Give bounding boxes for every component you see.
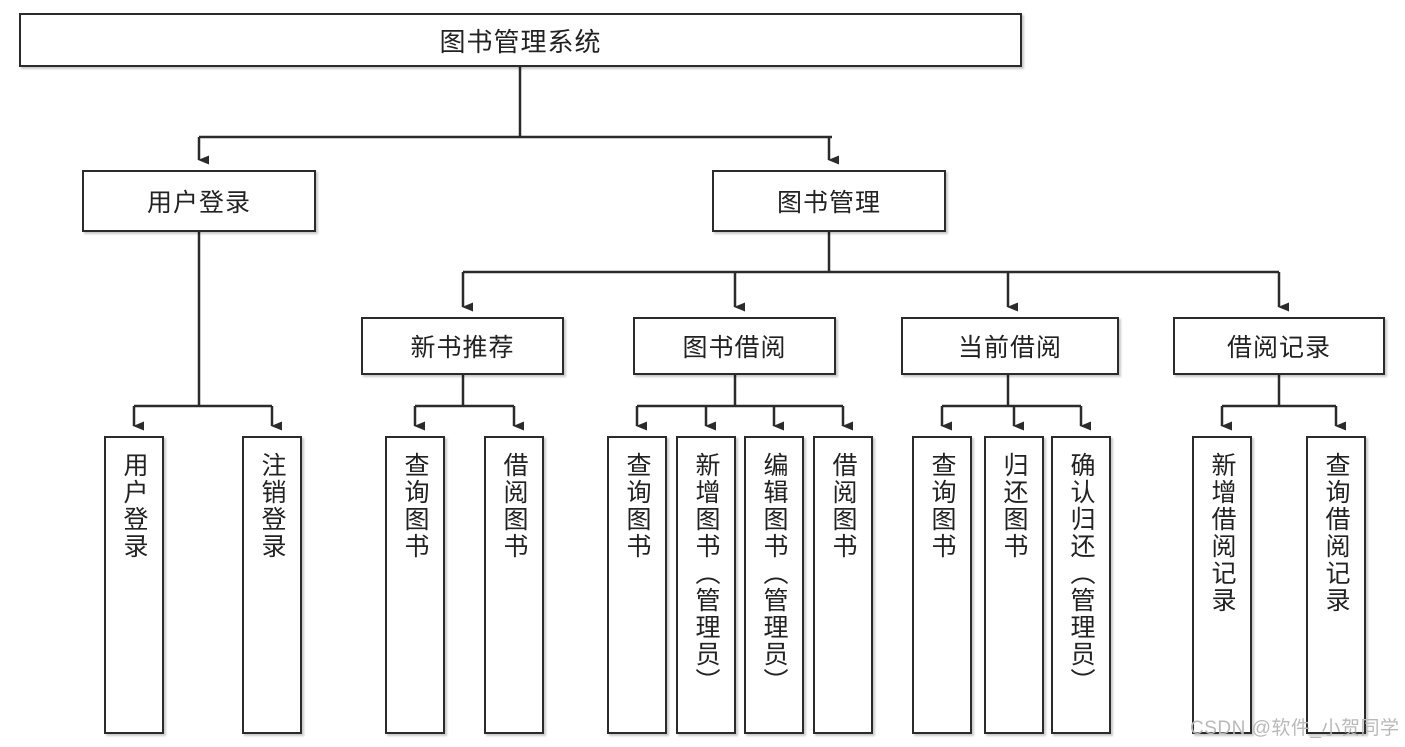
node-book-borrow[interactable]: 图书借阅 <box>633 317 836 375</box>
node-new-book-recommend-label: 新书推荐 <box>410 334 515 362</box>
node-leaf-add-record-label: 新增借阅记录 <box>1208 452 1236 614</box>
node-leaf-query-book-3-label: 查询图书 <box>928 452 956 560</box>
node-leaf-user-login[interactable]: 用户登录 <box>104 436 164 734</box>
node-leaf-query-record[interactable]: 查询借阅记录 <box>1306 436 1366 734</box>
node-borrow-record[interactable]: 借阅记录 <box>1173 317 1385 375</box>
node-leaf-query-book-1[interactable]: 查询图书 <box>385 436 445 734</box>
node-leaf-add-book-label: 新增图书（管理员） <box>692 452 720 695</box>
node-leaf-user-login-label: 用户登录 <box>120 452 148 560</box>
node-book-manage-label: 图书管理 <box>776 189 881 217</box>
node-leaf-logout[interactable]: 注销登录 <box>242 436 302 734</box>
node-leaf-edit-book[interactable]: 编辑图书（管理员） <box>744 436 804 734</box>
node-leaf-borrow-book-2[interactable]: 借阅图书 <box>813 436 873 734</box>
node-leaf-confirm-return-label: 确认归还（管理员） <box>1067 452 1095 695</box>
node-leaf-return-book-label: 归还图书 <box>1000 452 1028 560</box>
node-leaf-return-book[interactable]: 归还图书 <box>984 436 1044 734</box>
node-leaf-query-book-3[interactable]: 查询图书 <box>912 436 972 734</box>
node-borrow-record-label: 借阅记录 <box>1226 334 1331 362</box>
node-leaf-query-book-1-label: 查询图书 <box>401 452 429 560</box>
node-leaf-query-record-label: 查询借阅记录 <box>1322 452 1350 614</box>
node-leaf-borrow-book-1[interactable]: 借阅图书 <box>484 436 544 734</box>
watermark: CSDN @软件_小贺同学 <box>1190 718 1400 739</box>
node-root-label: 图书管理系统 <box>439 26 602 57</box>
node-current-borrow[interactable]: 当前借阅 <box>901 317 1119 375</box>
node-leaf-query-book-2-label: 查询图书 <box>623 452 651 560</box>
node-book-borrow-label: 图书借阅 <box>682 334 787 362</box>
node-user-login-label: 用户登录 <box>146 189 251 217</box>
node-new-book-recommend[interactable]: 新书推荐 <box>361 317 564 375</box>
node-leaf-edit-book-label: 编辑图书（管理员） <box>760 452 788 695</box>
node-leaf-add-record[interactable]: 新增借阅记录 <box>1192 436 1252 734</box>
node-user-login[interactable]: 用户登录 <box>82 170 316 232</box>
node-current-borrow-label: 当前借阅 <box>957 334 1062 362</box>
node-leaf-confirm-return[interactable]: 确认归还（管理员） <box>1051 436 1111 734</box>
node-leaf-query-book-2[interactable]: 查询图书 <box>607 436 667 734</box>
node-book-manage[interactable]: 图书管理 <box>712 170 946 232</box>
node-leaf-borrow-book-2-label: 借阅图书 <box>829 452 857 560</box>
node-leaf-add-book[interactable]: 新增图书（管理员） <box>676 436 736 734</box>
node-leaf-logout-label: 注销登录 <box>258 452 286 560</box>
node-leaf-borrow-book-1-label: 借阅图书 <box>500 452 528 560</box>
node-root[interactable]: 图书管理系统 <box>19 13 1022 67</box>
